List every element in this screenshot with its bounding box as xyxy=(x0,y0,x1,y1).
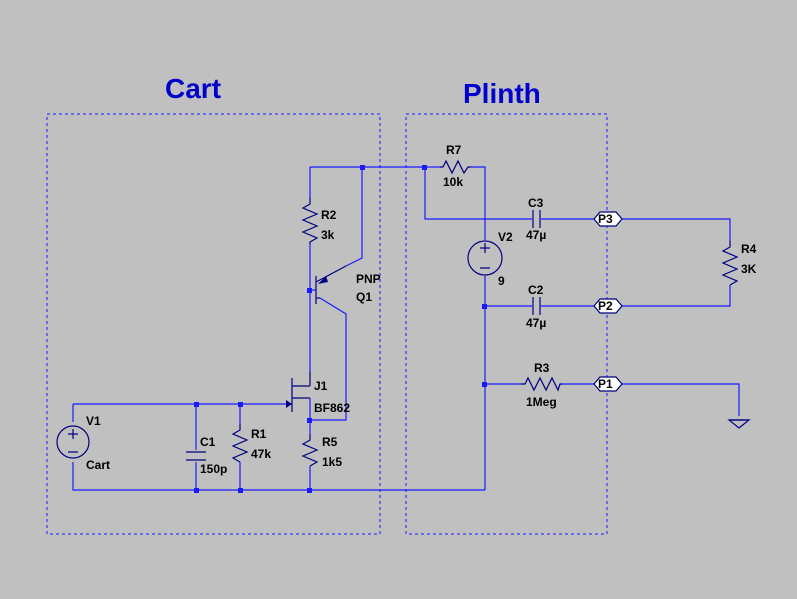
r4-value: 3K xyxy=(741,262,757,276)
port-p2[interactable]: P2 xyxy=(593,298,623,314)
port-p3[interactable]: P3 xyxy=(593,211,623,227)
r5-ref: R5 xyxy=(322,435,338,449)
r3-value: 1Meg xyxy=(526,395,557,409)
c1-capacitor[interactable] xyxy=(186,451,206,461)
v2-value: 9 xyxy=(498,274,505,288)
r2-value: 3k xyxy=(321,228,335,242)
r1-ref: R1 xyxy=(251,427,267,441)
plinth-region-title: Plinth xyxy=(463,78,541,109)
q1-type: PNP xyxy=(356,272,381,286)
r4-ref: R4 xyxy=(741,242,757,256)
v2-source[interactable] xyxy=(467,240,503,276)
v1-value: Cart xyxy=(86,458,110,472)
j1-arrow-icon xyxy=(286,400,292,408)
v1-ref: V1 xyxy=(86,414,101,428)
plinth-region-box xyxy=(405,113,608,535)
c2-capacitor[interactable] xyxy=(532,297,541,315)
c3-capacitor[interactable] xyxy=(532,210,541,228)
cart-region-box xyxy=(46,113,381,535)
c3-ref: C3 xyxy=(528,196,544,210)
r3-resistor[interactable] xyxy=(521,376,562,392)
r7-ref: R7 xyxy=(446,143,462,157)
cart-region-title: Cart xyxy=(165,73,221,104)
c2-value: 47µ xyxy=(526,316,546,330)
j1-ref: J1 xyxy=(314,379,328,393)
r7-value: 10k xyxy=(443,175,463,189)
r1-resistor[interactable] xyxy=(231,424,249,463)
wires xyxy=(72,166,740,491)
v1-source[interactable] xyxy=(56,425,90,459)
port-p1-label: P1 xyxy=(598,377,613,391)
j1-jfet[interactable] xyxy=(286,372,311,412)
port-p2-label: P2 xyxy=(598,299,613,313)
r3-ref: R3 xyxy=(534,361,550,375)
q1-ref: Q1 xyxy=(356,290,372,304)
r5-resistor[interactable] xyxy=(301,434,319,467)
r5-value: 1k5 xyxy=(322,455,342,469)
v2-ref: V2 xyxy=(498,230,513,244)
ground-icon xyxy=(727,419,751,429)
port-p3-label: P3 xyxy=(598,212,613,226)
c2-ref: C2 xyxy=(528,283,544,297)
r4-resistor[interactable] xyxy=(721,241,739,286)
j1-value: BF862 xyxy=(314,401,350,415)
q1-transistor[interactable] xyxy=(315,265,347,304)
port-p1[interactable]: P1 xyxy=(593,376,623,392)
c1-value: 150p xyxy=(200,462,227,476)
r2-ref: R2 xyxy=(321,208,337,222)
r7-resistor[interactable] xyxy=(440,159,471,175)
c1-ref: C1 xyxy=(200,435,216,449)
c3-value: 47µ xyxy=(526,228,546,242)
r2-resistor[interactable] xyxy=(301,198,319,244)
q1-arrow-icon xyxy=(318,276,328,284)
junction-nodes xyxy=(194,165,487,493)
r1-value: 47k xyxy=(251,447,271,461)
